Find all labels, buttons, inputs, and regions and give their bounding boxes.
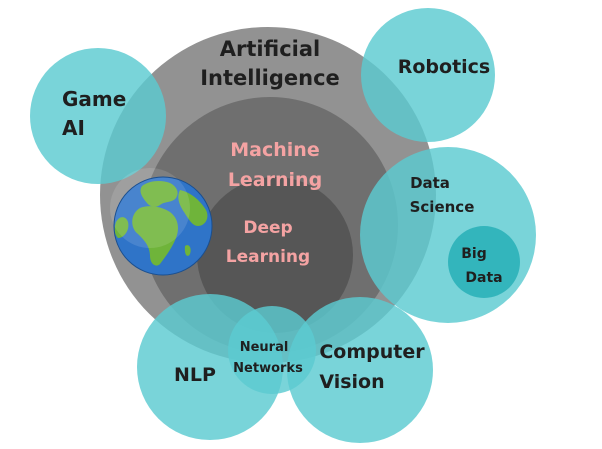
- globe-land-madagascar: [184, 245, 191, 256]
- game-ai-circle: [30, 48, 166, 184]
- ai-label-line1: Artificial: [220, 37, 320, 61]
- deep-learning-circle: [197, 177, 353, 333]
- computer-vision-label-line1: Computer: [319, 341, 425, 363]
- game-ai-label-line1: Game: [62, 87, 126, 111]
- globe-shine: [110, 168, 190, 248]
- dl-label-line2: Learning: [226, 247, 310, 267]
- nlp-label: NLP: [174, 364, 216, 386]
- computer-vision-circle: [287, 297, 433, 443]
- globe-land-asia: [178, 190, 208, 226]
- computer-vision-label-line2: Vision: [319, 371, 384, 393]
- dl-label-line1: Deep: [243, 218, 292, 238]
- ai-label-line2: Intelligence: [200, 66, 340, 90]
- robotics-label: Robotics: [398, 56, 491, 78]
- ml-label-line1: Machine: [230, 139, 319, 161]
- ml-label-line2: Learning: [228, 169, 322, 191]
- globe-land-west: [114, 217, 129, 238]
- globe-icon: [110, 168, 213, 276]
- neural-networks-label-line1: Neural: [240, 340, 289, 355]
- globe-land-africa: [132, 206, 178, 266]
- big-data-circle: [448, 226, 520, 298]
- game-ai-label-line2: AI: [62, 116, 85, 140]
- big-data-label-line1: Big: [461, 246, 487, 262]
- neural-networks-label-line2: Networks: [233, 361, 303, 376]
- data-science-label-line2: Science: [410, 198, 475, 216]
- robotics-circle: [361, 8, 495, 142]
- globe-outline: [113, 176, 213, 276]
- data-science-label-line1: Data: [410, 174, 450, 192]
- big-data-label-line2: Data: [465, 270, 502, 286]
- globe-land-europe: [140, 181, 178, 207]
